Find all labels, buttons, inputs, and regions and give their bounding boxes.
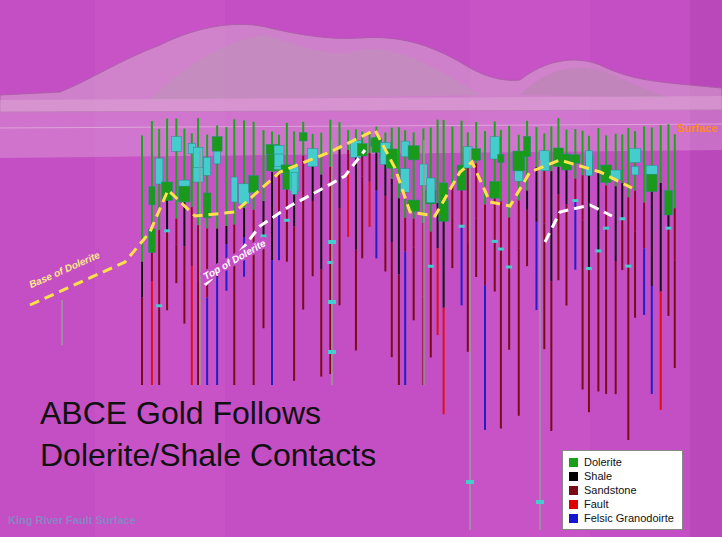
drill-hole [260, 130, 266, 328]
drill-hole [401, 130, 410, 385]
drill-hole [472, 122, 481, 277]
drill-hole [611, 134, 621, 394]
drill-hole [562, 130, 572, 306]
drill-hole [155, 129, 163, 385]
drill-hole [439, 120, 449, 414]
drill-hole [203, 135, 211, 385]
headline: ABCE Gold Follows Dolerite/Shale Contact… [40, 392, 420, 476]
drill-hole [426, 127, 436, 357]
drill-hole [644, 126, 645, 315]
assay-block [328, 240, 336, 244]
assay-block [536, 500, 544, 504]
legend-text: Fault [584, 498, 608, 510]
drill-hole [274, 135, 284, 260]
legend-row: Fault [569, 497, 674, 511]
drill-hole [674, 134, 675, 368]
assay-block [466, 480, 474, 484]
drill-hole [551, 126, 552, 431]
contact-label: Top of Dolerite [200, 236, 270, 283]
contact-label: Base of Dolerite [26, 248, 104, 291]
legend-swatch [569, 500, 578, 509]
drill-hole [536, 127, 537, 310]
drill-hole [348, 130, 349, 237]
drill-hole [369, 133, 370, 227]
legend-row: Shale [569, 469, 674, 483]
drill-hole [179, 129, 190, 324]
drill-hole [513, 135, 525, 416]
top-contact-line [545, 205, 612, 242]
drill-hole [524, 121, 531, 266]
legend-row: Sandstone [569, 483, 674, 497]
drill-hole [331, 140, 333, 385]
legend: DoleriteShaleSandstoneFaultFelsic Granod… [562, 450, 683, 530]
base-contact-line [30, 130, 632, 305]
drill-hole [629, 131, 640, 318]
drill-hole [307, 134, 317, 276]
drill-hole [553, 118, 563, 280]
drill-hole [321, 133, 322, 377]
legend-swatch [569, 472, 578, 481]
drill-hole [498, 130, 504, 429]
legend-swatch [569, 486, 578, 495]
drill-hole [469, 150, 471, 530]
legend-text: Felsic Granodoirte [584, 512, 674, 524]
surface-label: Surface [677, 122, 717, 134]
drill-hole [423, 140, 425, 385]
drill-hole [665, 124, 673, 316]
drill-hole [339, 122, 340, 305]
drill-hole [193, 118, 203, 385]
drill-hole [398, 127, 399, 385]
drill-hole [420, 128, 428, 385]
legend-text: Dolerite [584, 456, 622, 468]
drill-hole [162, 119, 173, 311]
drill-hole [660, 125, 661, 410]
drill-hole [582, 131, 583, 390]
fault-label: King River Fault Surface [8, 514, 136, 526]
drill-hole [484, 131, 485, 430]
drill-hole [148, 121, 155, 385]
drill-hole [463, 132, 472, 351]
legend-swatch [569, 514, 578, 523]
drill-hole [506, 126, 512, 350]
legend-text: Sandstone [584, 484, 637, 496]
drill-hole [452, 127, 453, 269]
drill-hole [437, 120, 438, 335]
drill-hole [408, 132, 420, 320]
drill-hole [199, 150, 201, 385]
drill-hole [212, 125, 222, 385]
assay-block [328, 350, 336, 354]
legend-row: Felsic Granodoirte [569, 511, 674, 525]
drill-hole [61, 300, 63, 345]
legend-text: Shale [584, 470, 612, 482]
drill-hole [299, 122, 307, 310]
drill-hole [571, 129, 580, 270]
drill-hole [585, 136, 592, 412]
drill-hole [646, 128, 657, 394]
drill-hole [619, 134, 625, 270]
legend-swatch [569, 458, 578, 467]
legend-row: Dolerite [569, 455, 674, 469]
drill-hole [142, 136, 143, 385]
assay-block [328, 300, 336, 304]
drill-hole [490, 121, 500, 291]
drill-hole [539, 160, 541, 530]
drill-hole [625, 128, 631, 440]
